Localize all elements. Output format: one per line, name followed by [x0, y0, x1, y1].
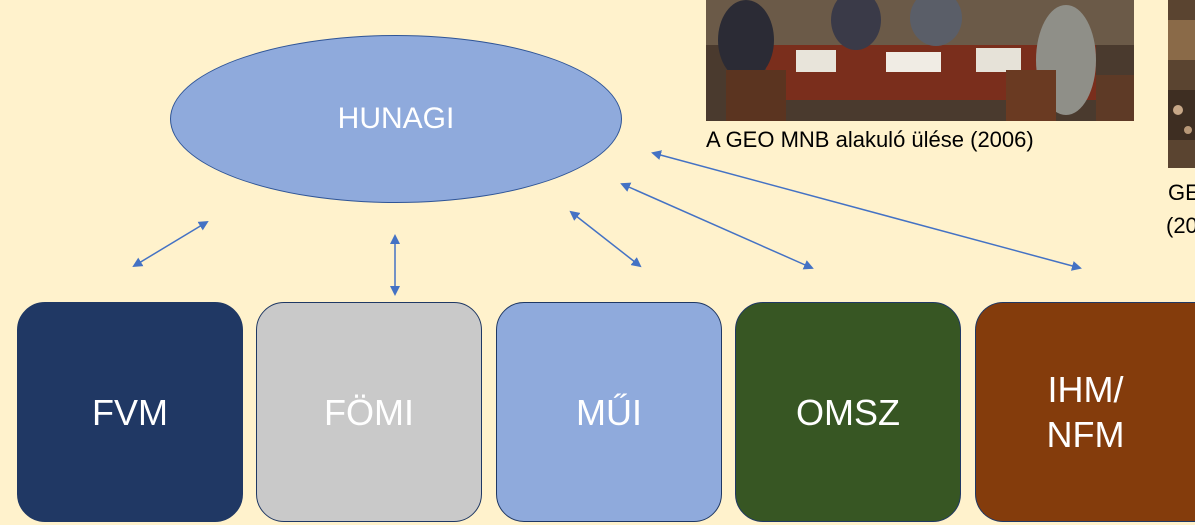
fvm-label: FVM	[92, 391, 168, 433]
ihm-nfm-label: IHM/ NFM	[1046, 369, 1125, 455]
fomi-label: FÖMI	[324, 391, 414, 433]
assembly-photo	[1168, 0, 1195, 168]
arrow-hunagi-omsz	[620, 182, 814, 270]
arrow-hunagi-fvm	[132, 220, 209, 268]
omsz-label: OMSZ	[796, 391, 900, 433]
meeting-photo-caption: A GEO MNB alakuló ülése (2006)	[706, 127, 1034, 152]
mui-node: MŰI	[496, 302, 722, 522]
ihm-nfm-node: IHM/ NFM	[975, 302, 1195, 522]
arrow-hunagi-ihm	[651, 150, 1082, 271]
assembly-caption-line2: (20	[1166, 213, 1195, 238]
meeting-photo	[706, 0, 1134, 121]
arrow-hunagi-mui	[569, 210, 642, 268]
fvm-node: FVM	[17, 302, 243, 522]
assembly-caption-line1: GE	[1168, 180, 1195, 205]
omsz-node: OMSZ	[735, 302, 961, 522]
hunagi-node: HUNAGI	[170, 35, 622, 203]
fomi-node: FÖMI	[256, 302, 482, 522]
hunagi-label: HUNAGI	[337, 102, 455, 135]
mui-label: MŰI	[576, 391, 642, 433]
